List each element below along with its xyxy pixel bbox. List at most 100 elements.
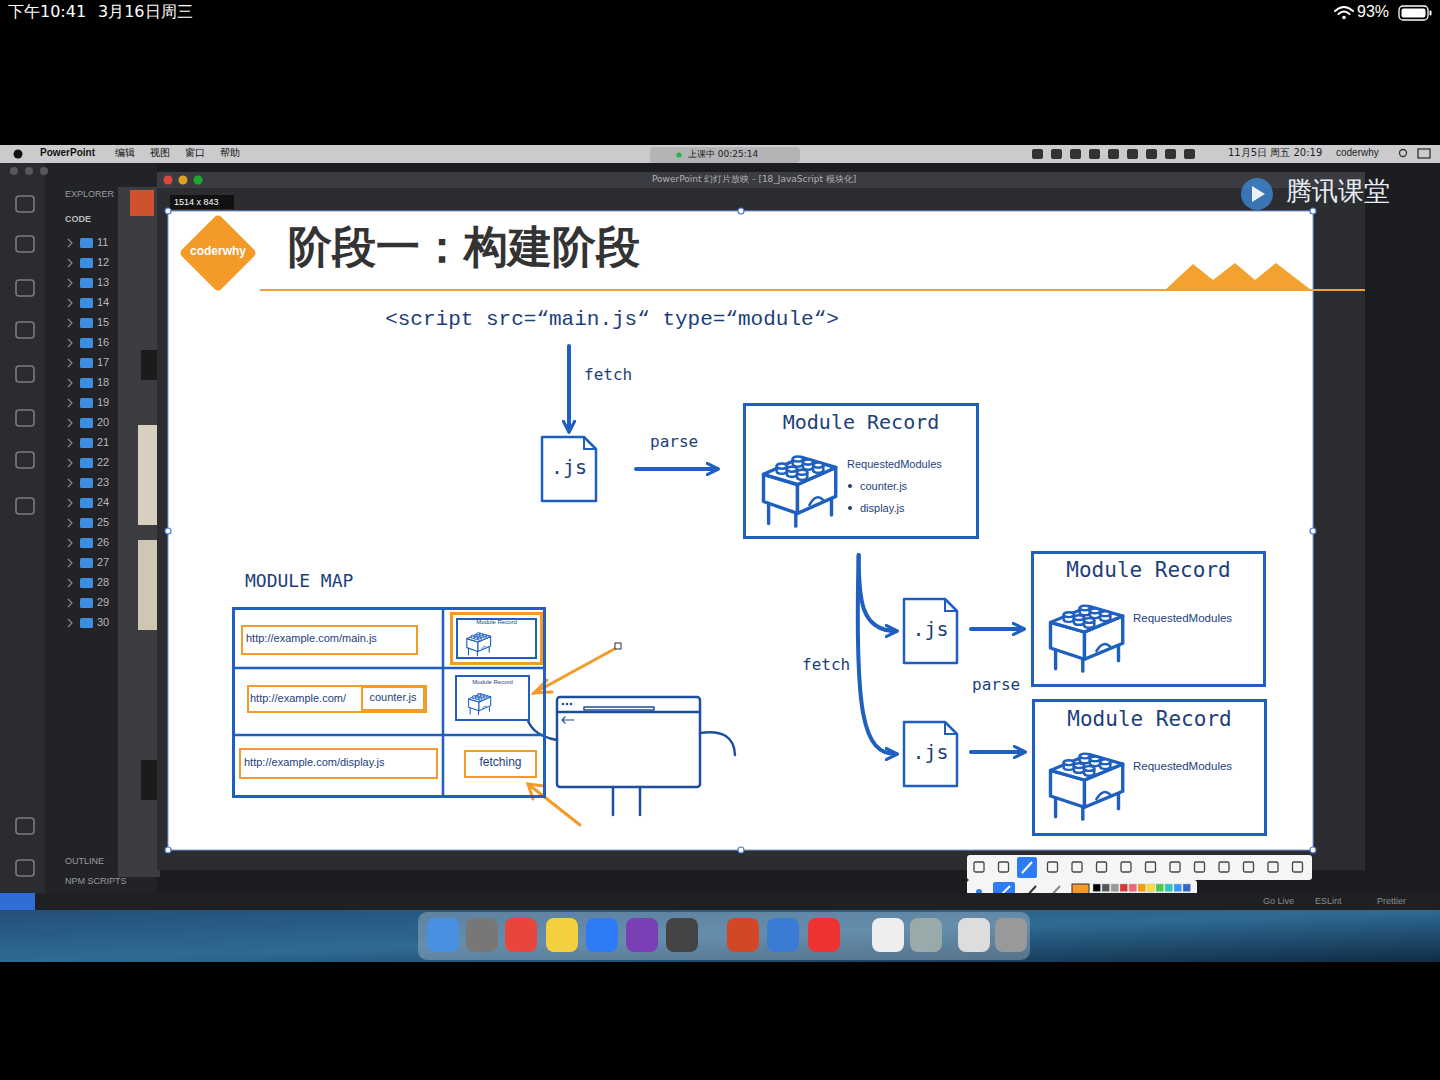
activity-icon	[16, 236, 34, 252]
browser-address-bar	[584, 707, 654, 710]
chevron	[68, 399, 72, 407]
menu-icon	[1089, 149, 1100, 159]
window-dot	[10, 167, 18, 175]
module-record-cell: Module Record	[450, 612, 543, 665]
lego-crease	[483, 706, 487, 708]
node-heading: MODULE MAP	[245, 571, 353, 592]
browser-body	[557, 697, 700, 787]
folder-name: 20	[97, 416, 109, 429]
slide-title: 阶段一：构建阶段	[288, 222, 640, 273]
wifi-dot	[1342, 16, 1346, 20]
size-badge	[170, 195, 234, 209]
flow-arrow	[859, 555, 896, 631]
node-heading: Module Record	[476, 619, 517, 626]
browser-character	[526, 697, 735, 815]
folder-name: 17	[97, 356, 109, 369]
lego-brick	[1042, 592, 1127, 672]
folder-name: 15	[97, 316, 109, 329]
folder-name: 30	[97, 616, 109, 629]
color-swatch	[1102, 884, 1110, 892]
lego-stud	[483, 636, 486, 639]
folder-icon	[80, 598, 93, 608]
edge-label: fetch	[800, 656, 852, 674]
handle	[738, 847, 744, 853]
menu-icon	[1032, 149, 1043, 159]
lego-stud-top	[1090, 756, 1100, 761]
lego-stud-top	[481, 694, 484, 696]
window-title: PowerPoint 幻灯片放映 - [18_JavaScript 模块化]	[652, 174, 856, 184]
node-heading: http://example.com/main.js	[246, 632, 377, 645]
lego-stud-top	[471, 635, 474, 637]
dock-icons	[427, 918, 1027, 952]
folder-name: 29	[97, 596, 109, 609]
slide-thumbnail	[141, 760, 157, 800]
lego-stud-top	[483, 635, 486, 637]
menu-icon	[1184, 149, 1195, 159]
menu-item: 窗口	[185, 147, 205, 159]
wifi-icon	[1335, 7, 1353, 14]
node-heading: fetching	[479, 756, 521, 770]
browser-arm	[700, 732, 735, 755]
node-text: RequestedModules	[1133, 760, 1232, 773]
tencent-play	[1252, 186, 1265, 202]
tool-icon	[1146, 862, 1156, 872]
node-heading: Module Record	[1067, 707, 1231, 731]
wifi-arc	[1339, 12, 1350, 15]
chevron	[68, 259, 72, 267]
node-heading: Module Record	[472, 679, 513, 686]
chevron	[68, 339, 72, 347]
lego-stud	[484, 696, 487, 698]
lego-stud	[471, 636, 474, 639]
lego-stud	[476, 634, 479, 637]
chevron	[68, 619, 72, 627]
wifi-arc	[1335, 7, 1353, 11]
folder-name: 25	[97, 516, 109, 529]
annotation-head	[534, 680, 552, 693]
folder-root: CODE	[65, 214, 91, 224]
activity-bar	[0, 163, 45, 893]
module-record: Module RecordRequestedModules	[1032, 699, 1267, 836]
node-heading: .js	[912, 741, 948, 764]
file-fold	[945, 599, 957, 611]
bullet-dot	[848, 484, 852, 488]
folder-icon	[80, 318, 93, 328]
menu-user: coderwhy	[1336, 147, 1379, 159]
browser-leg	[612, 787, 615, 815]
flow-arrow	[567, 346, 571, 431]
chevron	[68, 319, 72, 327]
folder-icon	[80, 478, 93, 488]
dock-app-icon	[586, 918, 618, 952]
flow-arrow	[971, 627, 1023, 631]
lego-stud-top	[797, 470, 807, 475]
handle	[165, 528, 171, 534]
tool-icon	[1097, 862, 1107, 872]
lego-stud-top	[1080, 606, 1090, 611]
lego-stud-top	[1090, 608, 1100, 613]
js-file: .js	[902, 597, 959, 665]
node-text: display.js	[860, 502, 904, 515]
url-box: http://example.com/display.js	[239, 748, 438, 779]
dock-app-icon	[910, 918, 942, 952]
slide-thumbnail	[138, 540, 157, 630]
lego-stud-top	[1084, 766, 1094, 771]
node-heading: Module Record	[1066, 558, 1230, 582]
handle	[1310, 208, 1316, 214]
color-swatch	[1120, 884, 1128, 892]
tool-icon	[1244, 862, 1254, 872]
tool-icon	[999, 862, 1009, 872]
node-heading: counter.js	[369, 691, 416, 704]
watermark: 腾讯课堂	[1286, 177, 1390, 207]
module-record: Module RecordRequestedModules	[1031, 551, 1266, 687]
status-item: Prettier	[1377, 896, 1406, 906]
list-icon	[1418, 149, 1430, 158]
chevron	[68, 299, 72, 307]
color-swatch	[1165, 884, 1173, 892]
lego-stud	[476, 697, 479, 699]
file-shape	[542, 437, 596, 501]
dock-app-icon	[505, 918, 537, 952]
lego-stud-top	[478, 693, 481, 695]
class-timer: 上课中 00:25:14	[688, 149, 758, 159]
lego-top	[467, 633, 491, 642]
